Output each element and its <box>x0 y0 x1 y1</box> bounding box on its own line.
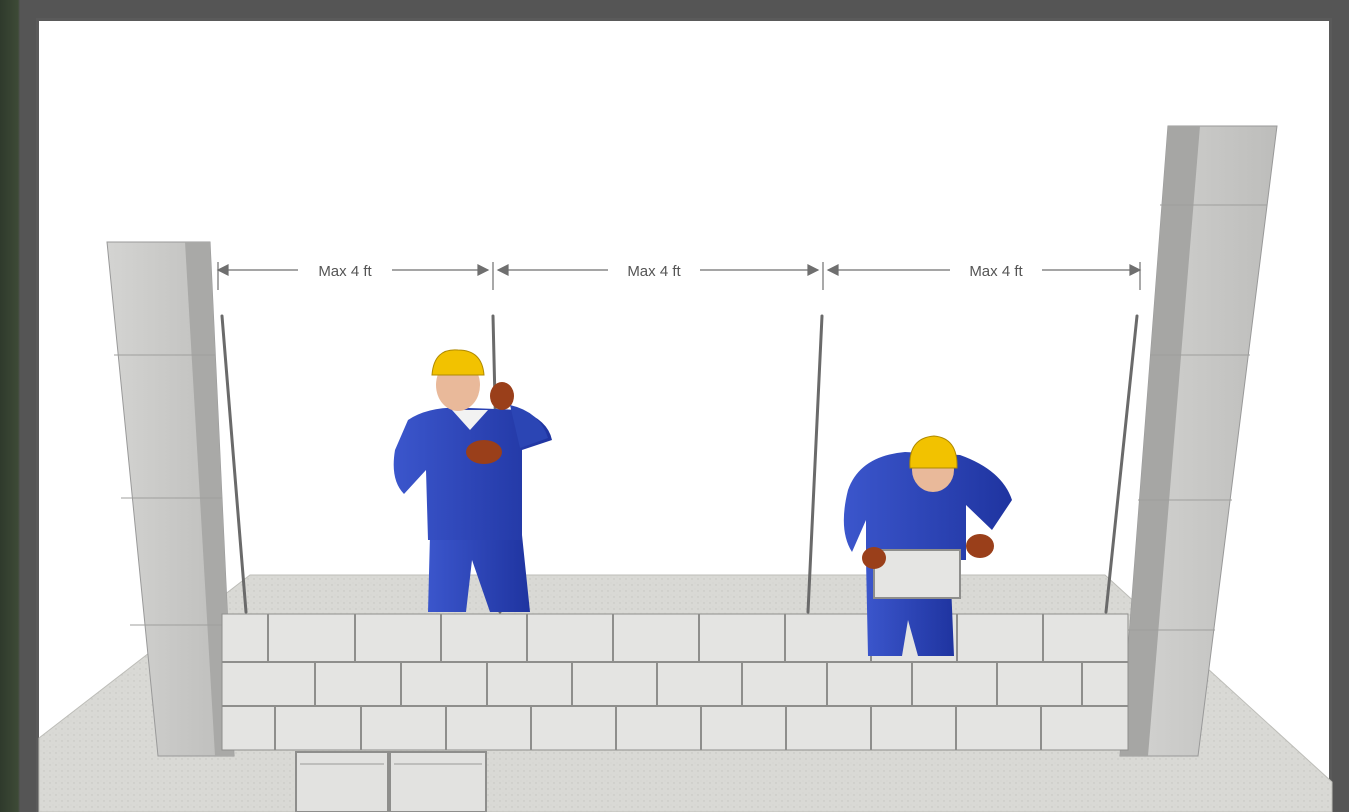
rebar-rods <box>222 316 1137 612</box>
loose-blocks <box>296 752 486 812</box>
dimension-label-1: Max 4 ft <box>318 263 372 280</box>
dimension-label-2: Max 4 ft <box>627 263 681 280</box>
block-wall <box>222 614 1128 750</box>
rebar-3 <box>808 316 822 612</box>
glove-icon <box>862 547 886 569</box>
dimension-label-3: Max 4 ft <box>969 263 1023 280</box>
right-pilaster <box>1120 126 1277 756</box>
rebar-4 <box>1106 316 1137 612</box>
hardhat-icon <box>910 436 957 468</box>
hardhat-icon <box>432 350 484 375</box>
glove-icon <box>966 534 994 558</box>
worker-installing-rebar <box>394 350 552 612</box>
carried-block <box>874 550 960 598</box>
glove-icon <box>466 440 502 464</box>
